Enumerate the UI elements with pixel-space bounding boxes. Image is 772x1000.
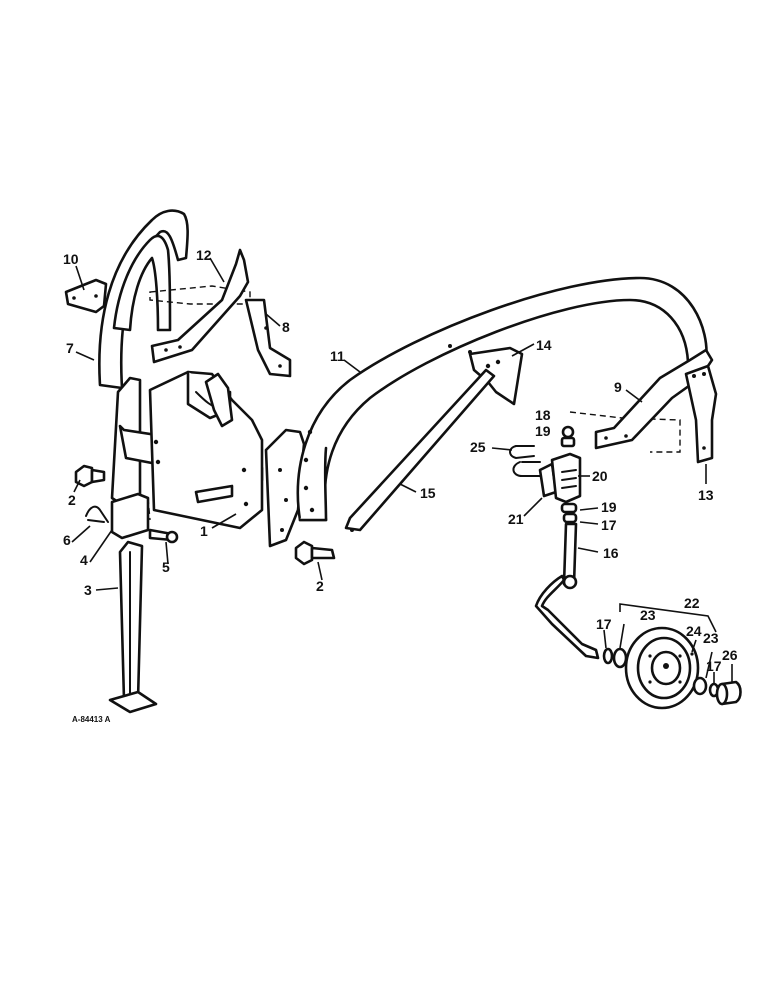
bracket-and-clamp — [149, 248, 292, 378]
callout-part-17-upper: 17 — [601, 517, 617, 533]
callout-part-1: 1 — [200, 523, 208, 539]
callout-part-4: 4 — [80, 552, 88, 568]
shank-bracket — [468, 346, 524, 406]
hitch-pin-left — [74, 464, 106, 488]
hitch-frame — [110, 370, 264, 530]
callout-part-25: 25 — [470, 439, 486, 455]
figure-code: A-84413 A — [72, 715, 111, 724]
right-clamp-bracket — [569, 348, 718, 464]
hitch-pin-right — [294, 540, 336, 566]
callout-part-20: 20 — [592, 468, 608, 484]
callout-part-6: 6 — [63, 532, 71, 548]
leader-lines — [71, 257, 733, 684]
wheel-spindle-crank — [534, 522, 600, 660]
bolt — [148, 528, 179, 544]
callout-part-2-right: 2 — [316, 578, 324, 594]
callout-part-17-right: 17 — [706, 658, 722, 674]
callout-part-7: 7 — [66, 340, 74, 356]
hairpin-clip — [85, 505, 109, 523]
callout-part-3: 3 — [84, 582, 92, 598]
callout-part-18: 18 — [535, 407, 551, 423]
callout-part-24: 24 — [686, 623, 702, 639]
gauge-mount-hardware — [509, 425, 582, 524]
callout-part-16: 16 — [603, 545, 619, 561]
callout-part-15: 15 — [420, 485, 436, 501]
callout-part-23-right: 23 — [703, 630, 719, 646]
callout-part-10: 10 — [63, 251, 79, 267]
stand-socket — [110, 492, 151, 540]
clamp-plate-small — [64, 278, 108, 314]
shank-large-curved — [296, 276, 708, 522]
callout-part-14: 14 — [536, 337, 552, 353]
callout-part-2-left: 2 — [68, 492, 76, 508]
callout-part-26: 26 — [722, 647, 738, 663]
callout-part-17-left: 17 — [596, 616, 612, 632]
callout-part-23-left: 23 — [640, 607, 656, 623]
callout-part-5: 5 — [162, 559, 170, 575]
callout-part-8: 8 — [282, 319, 290, 335]
callout-part-19-top: 19 — [535, 423, 551, 439]
callout-part-22: 22 — [684, 595, 700, 611]
jack-stand — [108, 540, 158, 714]
callout-part-19-bottom: 19 — [601, 499, 617, 515]
gauge-wheel-assembly — [602, 603, 742, 710]
callout-part-13: 13 — [698, 487, 714, 503]
callout-part-21: 21 — [508, 511, 524, 527]
brace-rod — [344, 368, 496, 532]
shank-small-curved — [98, 209, 189, 390]
callout-part-11: 11 — [330, 348, 345, 364]
frame-side-plate — [264, 428, 306, 548]
callout-part-12: 12 — [196, 247, 212, 263]
callout-part-9: 9 — [614, 379, 622, 395]
